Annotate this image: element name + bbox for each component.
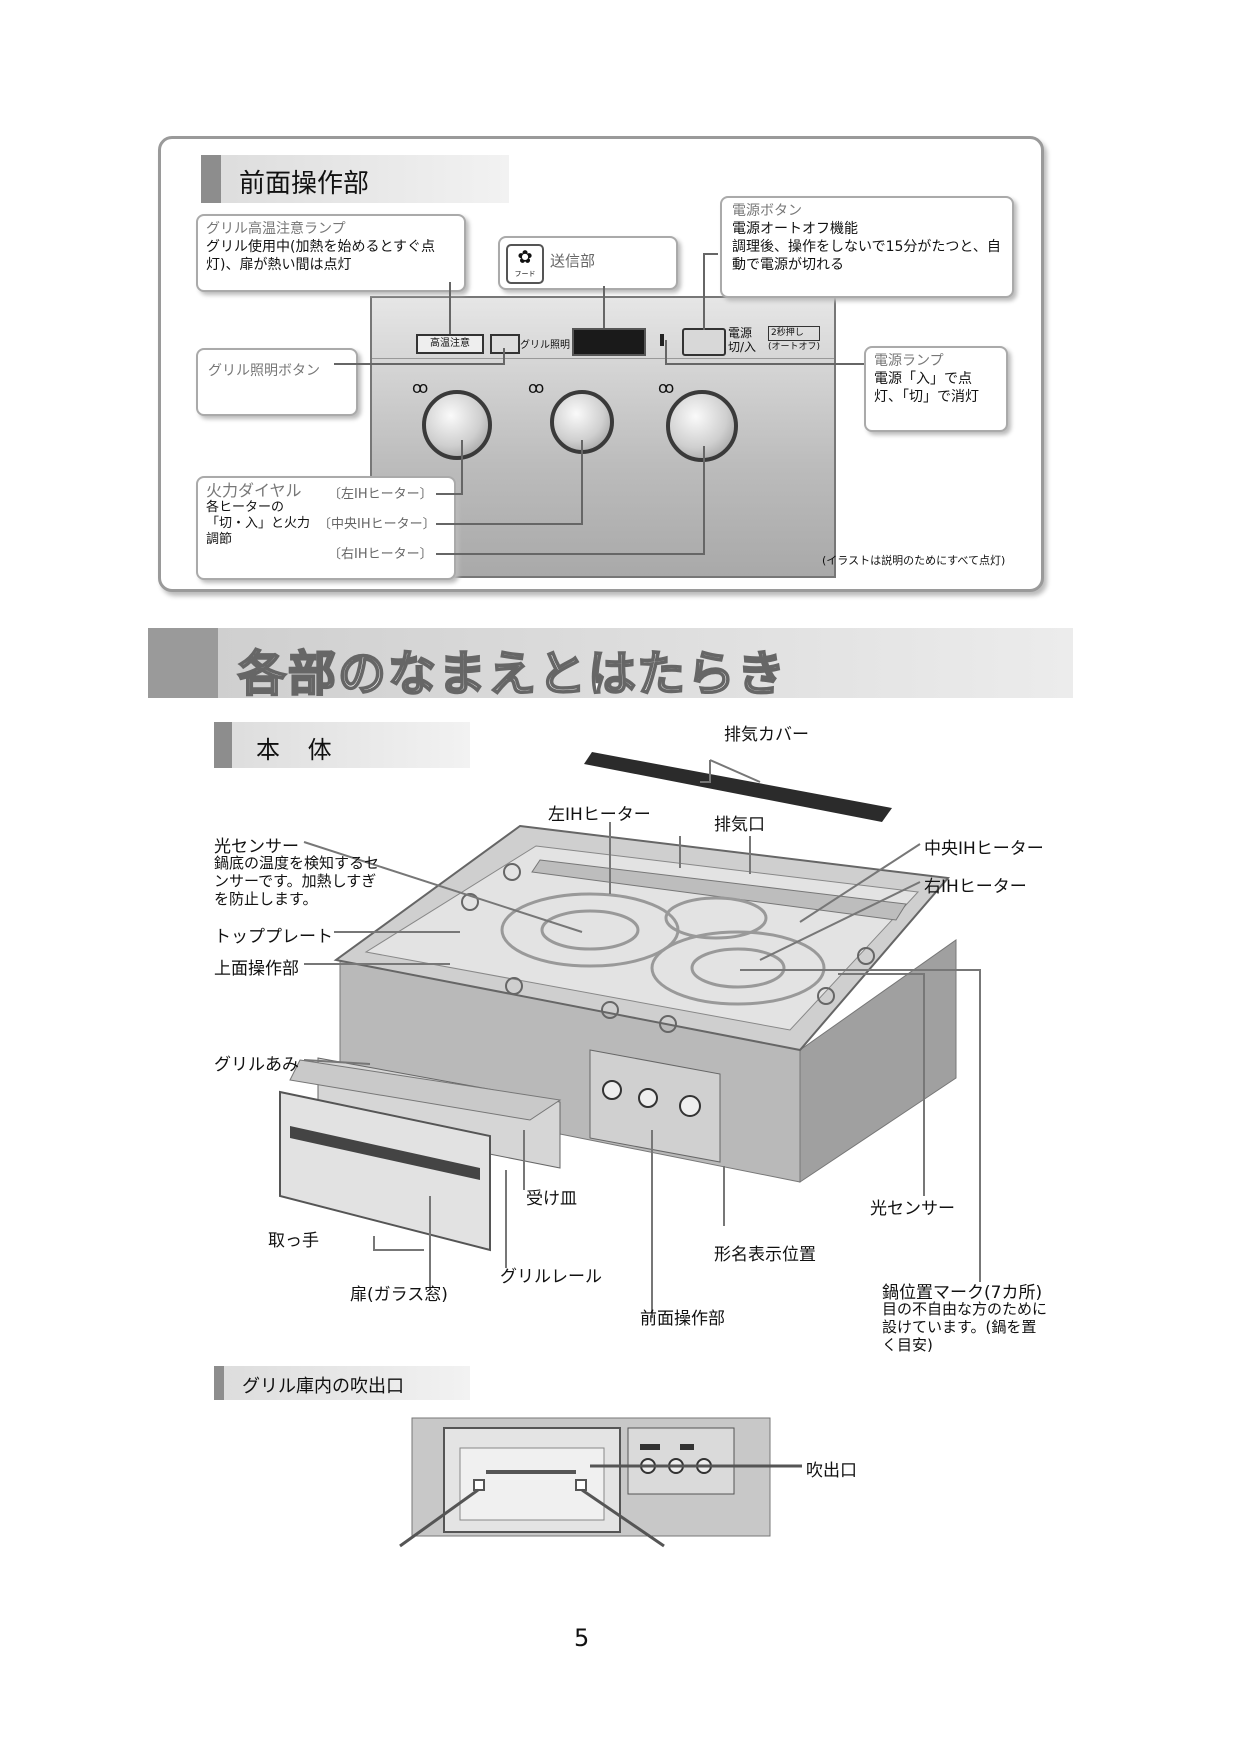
label-tray: 受け皿	[526, 1189, 577, 1209]
heat-dial-title: 火力ダイヤル	[206, 481, 302, 500]
main-title-band: 各部のなまえとはたらき	[148, 628, 1073, 703]
front-panel-section-tab: 前面操作部	[201, 155, 509, 203]
body-section-tab: 本 体	[214, 722, 470, 768]
left-burner-symbol: ꝏ	[412, 378, 429, 397]
grill-section-tab: グリル庫内の吹出口	[214, 1366, 470, 1400]
power-key-label-2: 切/入	[728, 340, 757, 354]
front-panel-title: 前面操作部	[239, 169, 370, 199]
center-burner-symbol: ꝏ	[528, 378, 545, 397]
label-handle: 取っ手	[268, 1231, 319, 1251]
power-lamp-title: 電源ランプ	[874, 353, 944, 369]
label-model-position: 形名表示位置	[714, 1245, 816, 1265]
fan-icon-label: フード	[514, 270, 536, 278]
body-section-title: 本 体	[256, 736, 342, 764]
power-button-callout: 電源ボタン 電源オートオフ機能 調理後、操作をしないで15分がたつと、自動で電源…	[720, 196, 1014, 298]
power-button-desc: 調理後、操作をしないで15分がたつと、自動で電源が切れる	[732, 239, 1001, 273]
label-pot-mark: 鍋位置マーク(7カ所)	[882, 1283, 1043, 1303]
front-panel-leaders	[334, 253, 864, 555]
power-key-label: 電源 切/入	[728, 326, 756, 354]
grill-temp-lamp-callout: グリル高温注意ランプ グリル使用中(加熱を始めるとすぐ点灯)、扉が熱い間は点灯	[196, 214, 466, 292]
label-grill-net: グリルあみ	[214, 1055, 299, 1075]
power-button-heading: 電源オートオフ機能	[732, 221, 858, 237]
label-exhaust-port: 排気口	[714, 815, 765, 835]
illustration-note: (イラストは説明のためにすべて点灯)	[822, 554, 1006, 567]
label-outlet: 吹出口	[806, 1461, 857, 1481]
power-lamp-desc: 電源「入」で点灯、「切」で消灯	[874, 371, 979, 405]
label-door: 扉(ガラス窓)	[350, 1285, 448, 1305]
grill-temp-lamp-desc: グリル使用中(加熱を始めるとすぐ点灯)、扉が熱い間は点灯	[206, 239, 436, 273]
label-top-plate: トッププレート	[214, 927, 333, 947]
grill-temp-lamp-title: グリル高温注意ランプ	[206, 221, 346, 237]
label-light-sensor-desc: 鍋底の温度を検知するセンサーです。加熱しすぎを防止します。	[214, 854, 380, 908]
label-light-sensor-top: 光センサー	[214, 837, 299, 857]
power-key	[682, 328, 726, 356]
power-lamp-indicator	[660, 334, 664, 346]
power-lamp-callout: 電源ランプ 電源「入」で点灯、「切」で消灯	[864, 346, 1008, 432]
label-top-controls: 上面操作部	[214, 959, 299, 979]
label-grill-rail: グリルレール	[500, 1267, 602, 1287]
cooktop-illustration	[279, 752, 981, 1318]
label-center-ih: 中央IHヒーター	[924, 839, 1044, 859]
label-right-ih: 右IHヒーター	[924, 877, 1027, 897]
label-exhaust-cover: 排気カバー	[724, 725, 809, 745]
right-burner-symbol: ꝏ	[658, 378, 675, 397]
power-button-title: 電源ボタン	[732, 203, 802, 219]
transmitter-callout: ✿フード 送信部	[498, 236, 678, 290]
power-hold-label-2: (オートオフ)	[768, 342, 821, 352]
label-front-controls: 前面操作部	[640, 1309, 725, 1329]
power-key-label-1: 電源	[728, 326, 753, 340]
heat-dial-desc: 各ヒーターの「切・入」と火力調節	[206, 500, 311, 547]
left-heat-dial	[422, 390, 492, 460]
right-heat-dial	[666, 390, 738, 462]
grill-light-button-callout: グリル照明ボタン	[196, 348, 358, 416]
center-heat-dial	[550, 390, 614, 454]
power-hold-label-1: 2秒押し	[768, 326, 821, 341]
label-pot-mark-desc: 目の不自由な方のために設けています。(鍋を置く目安)	[882, 1300, 1048, 1354]
label-light-sensor-bottom: 光センサー	[870, 1199, 955, 1219]
grill-section-title: グリル庫内の吹出口	[242, 1376, 404, 1397]
page-number: 5	[574, 1624, 590, 1652]
heat-dial-callout: 火力ダイヤル 各ヒーターの「切・入」と火力調節 〔左IHヒーター〕 〔中央IHヒ…	[196, 476, 456, 580]
main-title: 各部のなまえとはたらき	[237, 645, 788, 703]
high-temp-indicator: 高温注意	[416, 334, 484, 354]
power-hold-label: 2秒押し (オートオフ)	[768, 326, 821, 354]
fan-icon: ✿フード	[506, 244, 544, 284]
grill-light-button-title: グリル照明ボタン	[208, 363, 320, 379]
grill-light-key-label: グリル照明	[520, 340, 570, 351]
label-left-ih: 左IHヒーター	[548, 805, 651, 825]
dial-right-label: 〔右IHヒーター〕	[328, 547, 433, 562]
grill-interior-illustration	[399, 1417, 802, 1548]
transmitter-label: 送信部	[550, 252, 596, 270]
transmitter-window	[572, 328, 646, 356]
dial-center-label: 〔中央IHヒーター〕	[318, 517, 436, 532]
dial-left-label: 〔左IHヒーター〕	[328, 487, 433, 502]
